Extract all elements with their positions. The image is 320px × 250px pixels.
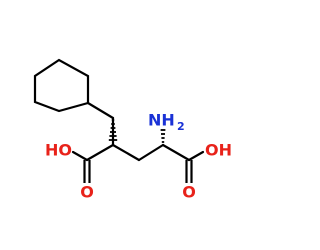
stereo-hash-bond-alpha xyxy=(160,129,166,143)
stereo-hash-bond-gamma xyxy=(108,119,118,141)
right-c-oh-bond xyxy=(187,150,205,162)
right-hydroxyl-label: OH xyxy=(205,141,232,160)
left-hydroxyl-label: HO xyxy=(45,141,72,160)
amine-nitrogen-label: NH xyxy=(148,111,175,130)
molecule-structure: HO O OH O NH 2 xyxy=(33,58,232,202)
left-c-oh-bond xyxy=(71,150,89,162)
gamma-to-beta-carbon-bond xyxy=(111,143,141,162)
beta-to-alpha-carbon-bond xyxy=(137,143,165,162)
gamma-to-left-carboxyl-carbon-bond xyxy=(85,143,115,162)
ring-bonds xyxy=(33,58,90,113)
left-carbonyl-oxygen-label: O xyxy=(80,183,94,202)
cyclohexane-ring xyxy=(33,58,90,113)
right-carbonyl-oxygen-label: O xyxy=(182,183,196,202)
alpha-to-right-carboxyl-carbon-bond xyxy=(161,143,191,162)
amine-subscript-label: 2 xyxy=(177,120,185,133)
ring-to-ch2-bond xyxy=(86,101,115,120)
